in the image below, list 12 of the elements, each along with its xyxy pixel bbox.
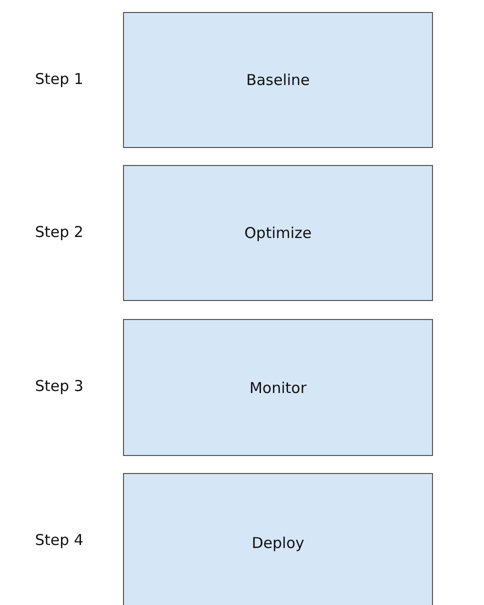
box-label: Baseline bbox=[246, 71, 310, 89]
process-box bbox=[123, 319, 433, 456]
process-box bbox=[123, 165, 433, 301]
box-label: Deploy bbox=[252, 534, 304, 552]
step-label: Step 1 bbox=[35, 70, 84, 88]
box-label: Monitor bbox=[249, 378, 307, 396]
process-box bbox=[123, 473, 433, 605]
step-label: Step 4 bbox=[35, 531, 84, 549]
box-label: Optimize bbox=[244, 224, 312, 242]
step-label: Step 2 bbox=[35, 223, 84, 241]
process-box bbox=[123, 12, 433, 148]
step-label: Step 3 bbox=[35, 377, 84, 395]
